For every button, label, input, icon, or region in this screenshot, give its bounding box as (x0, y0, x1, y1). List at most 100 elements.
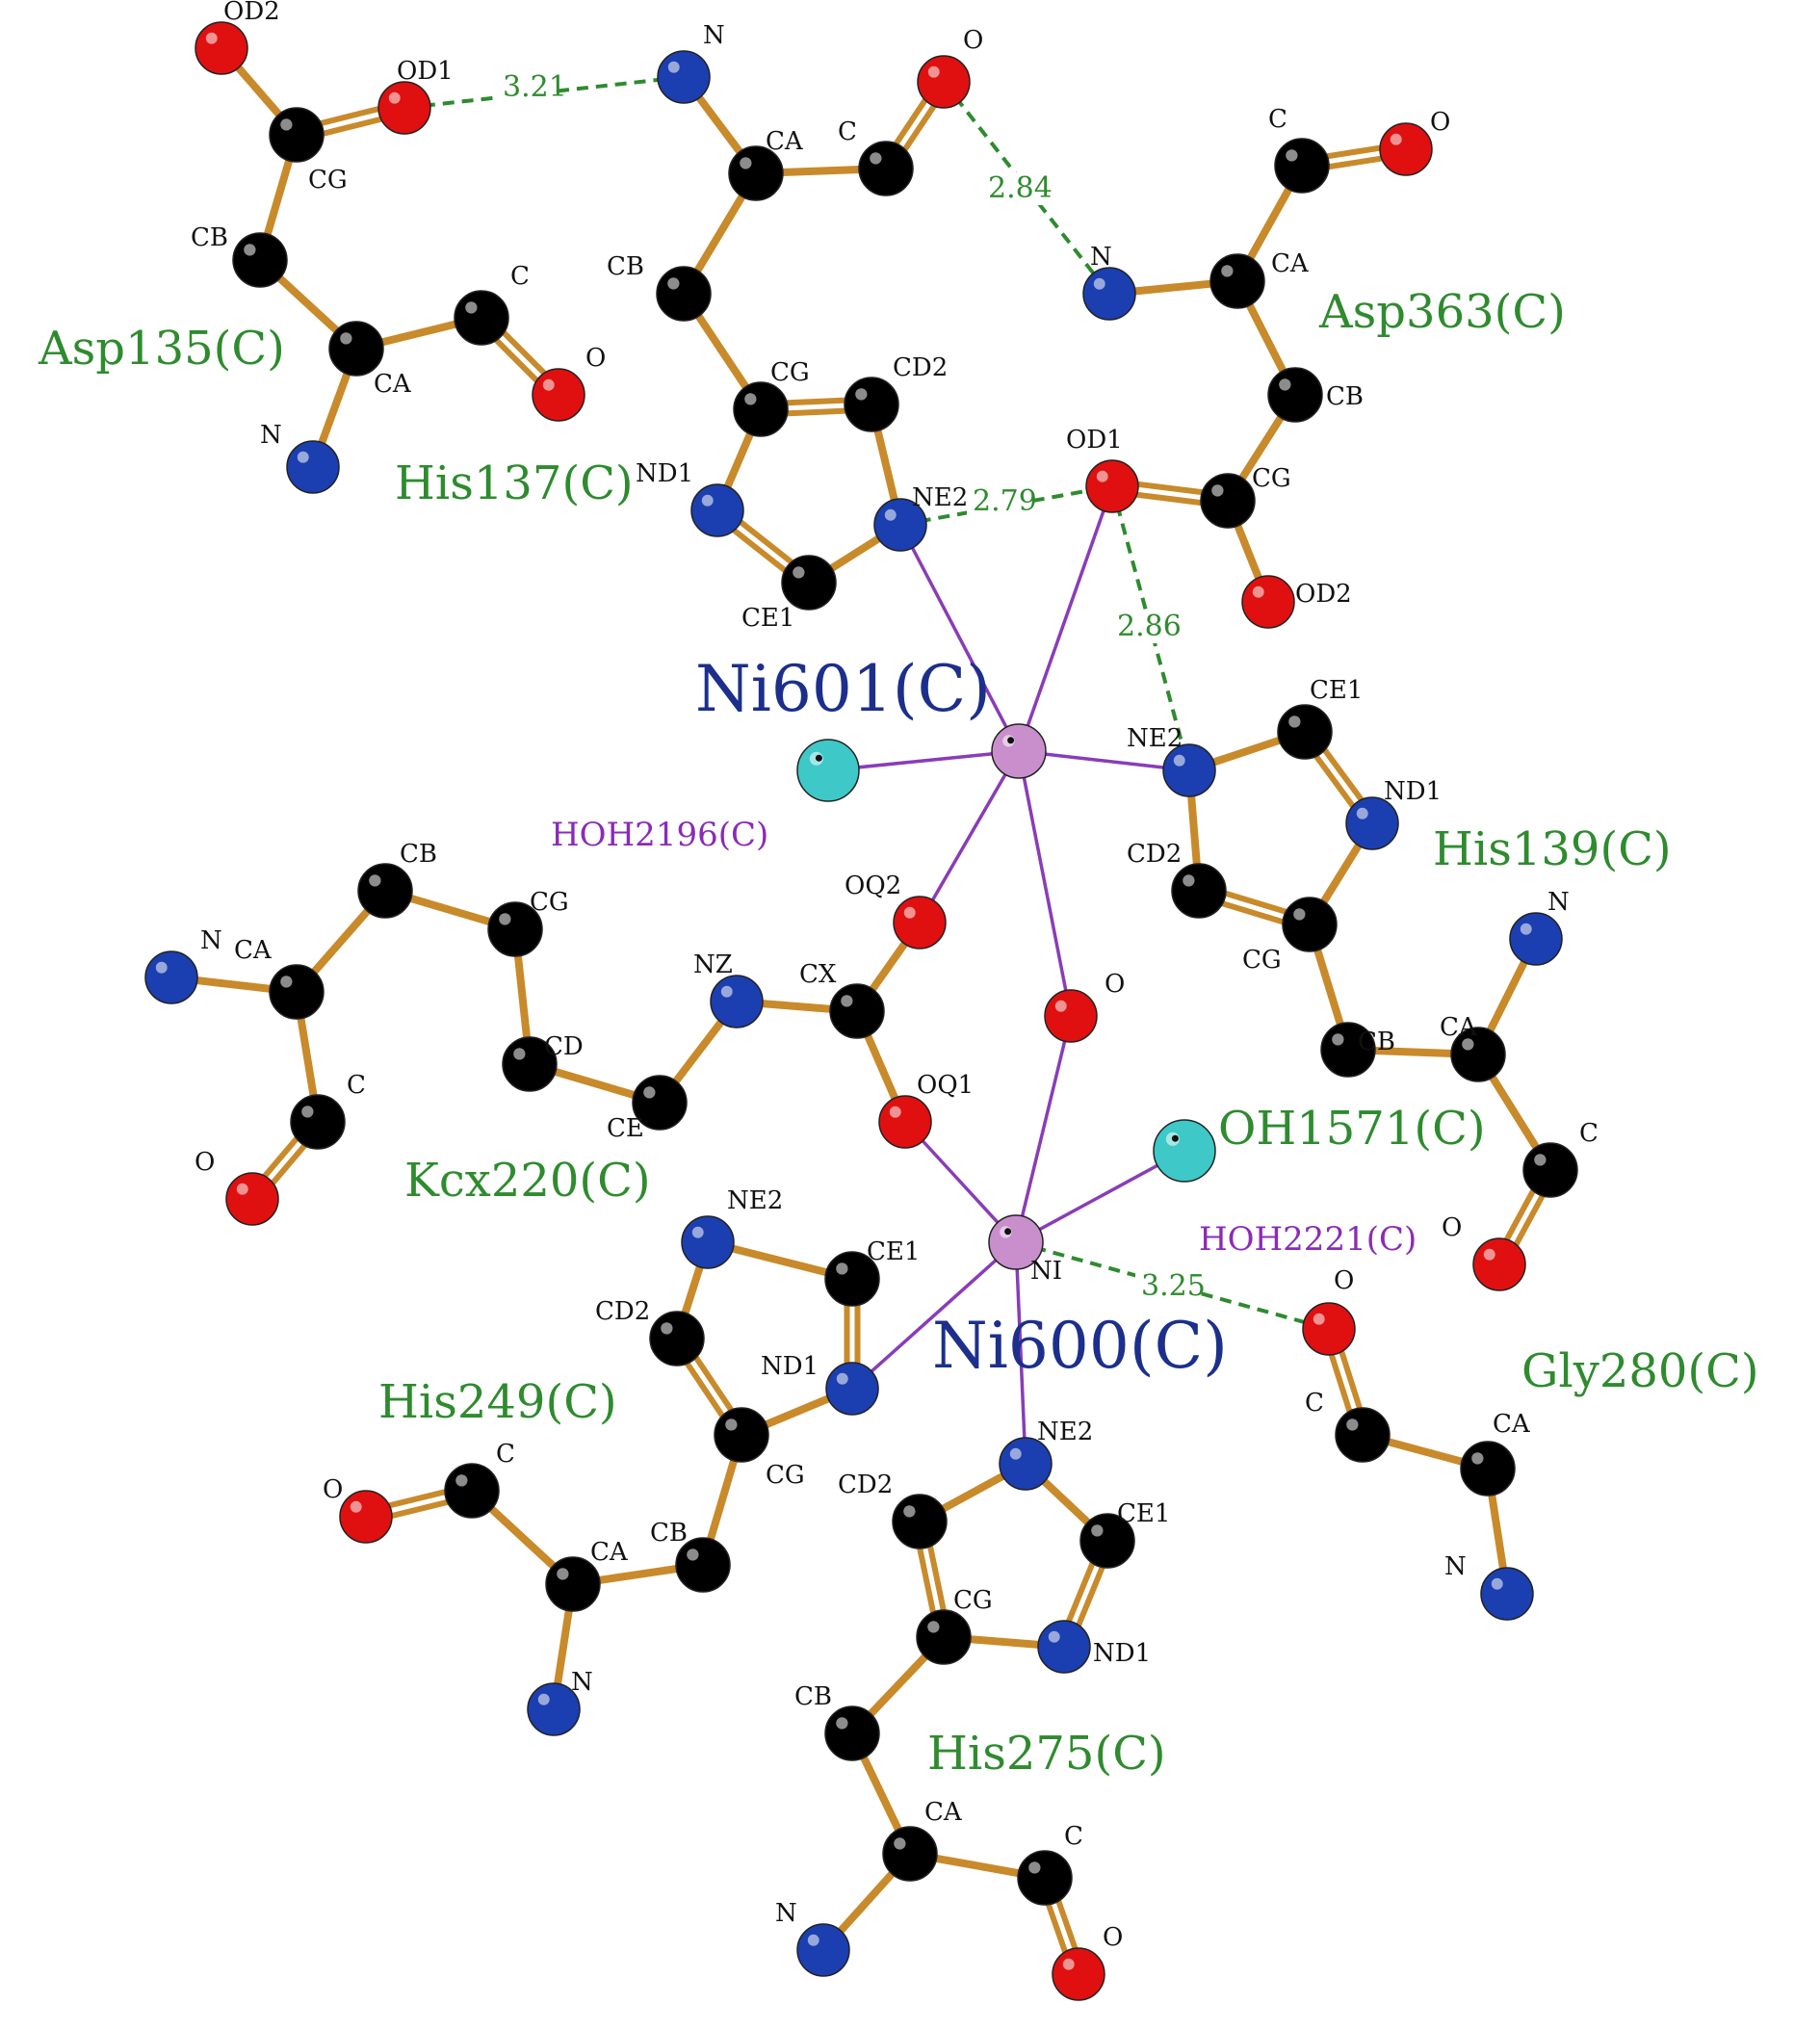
atom-g280-ca (1460, 1441, 1516, 1496)
atom-label-h139-cb: CB (1358, 1028, 1395, 1056)
atom-label-h249-cg: CG (766, 1461, 805, 1490)
atom-k220-ce (632, 1075, 688, 1131)
atom-label-h249-ce1: CE1 (867, 1237, 920, 1266)
atom-h137-nd1 (690, 483, 744, 537)
atom-label-g280-ca: CA (1493, 1410, 1531, 1439)
hbond-distance-label: 2.79 (973, 484, 1037, 518)
atom-label-h275-o: O (1103, 1923, 1123, 1952)
residue-label-asp135: Asp135(C) (38, 322, 285, 376)
atom-a135-c (454, 290, 509, 346)
atom-label-h275-ce1: CE1 (1117, 1499, 1170, 1528)
atom-h139-cd2 (1171, 863, 1227, 919)
atom-label-h139-cg: CG (1242, 946, 1282, 975)
atom-label-k220-cx: CX (799, 960, 837, 989)
atom-label-d363-cb: CB (1326, 382, 1364, 411)
atom-h137-ca (728, 145, 784, 201)
coord-bond-ni601-w2196 (827, 749, 1020, 772)
atom-w1571 (1153, 1119, 1216, 1183)
coordination-layer (827, 485, 1190, 1465)
atom-a135-cg (269, 107, 325, 163)
atom-g280-n (1480, 1567, 1534, 1621)
atom-label-h275-n: N (775, 1899, 797, 1928)
coord-bond-ni601-h139_ne2 (1018, 749, 1190, 772)
atom-label-a135-od2: OD2 (223, 0, 280, 26)
atom-label-k220-ca: CA (234, 936, 273, 965)
atom-label-h249-c: C (496, 1440, 515, 1469)
atom-label-h249-ne2: NE2 (727, 1186, 783, 1215)
atom-a135-cb (232, 232, 288, 288)
atom-label-k220-cd: CD (544, 1032, 584, 1061)
atom-label-h139-n: N (1547, 888, 1570, 917)
atom-label-h137-o: O (963, 26, 983, 55)
atom-k220-cg (487, 901, 543, 957)
atom-k220-cx (829, 983, 885, 1039)
atom-label-d363-cg: CG (1252, 464, 1291, 493)
atom-h137-cd2 (844, 377, 899, 432)
atom-label-k220-cb: CB (400, 840, 437, 869)
hbond-label-bg (967, 485, 1028, 518)
hbond-d363_od1-h139_ne2 (1110, 485, 1191, 771)
atom-label-h139-ne2: NE2 (1127, 724, 1183, 753)
atom-h139-cg (1282, 897, 1338, 952)
residue-label-his275: His275(C) (927, 1727, 1166, 1781)
water-label-hoh2221: HOH2221(C) (1199, 1220, 1417, 1259)
atom-k220-nz (710, 975, 764, 1028)
atom-h249-cg (714, 1407, 769, 1463)
atom-h139-cb (1320, 1022, 1376, 1078)
atom-label-g280-n: N (1444, 1552, 1467, 1581)
atom-label-d363-od1: OD1 (1066, 426, 1123, 455)
atom-h275-o (1052, 1947, 1105, 2001)
atom-d363-n (1082, 267, 1136, 321)
atom-label-h137-n: N (703, 21, 725, 50)
residue-label-his137: His137(C) (395, 456, 634, 510)
atom-d363-cg (1200, 473, 1256, 529)
atom-label-h249-o: O (323, 1475, 343, 1504)
atom-h139-ne2 (1162, 743, 1216, 797)
atom-w2221-o (1302, 1302, 1356, 1356)
atom-label-h275-ne2: NE2 (1037, 1418, 1093, 1446)
residue-label-gly280: Gly280(C) (1521, 1344, 1759, 1398)
atom-h249-cd2 (649, 1311, 705, 1366)
atom-label-h139-ca: CA (1440, 1013, 1478, 1042)
atom-label-bridge-o: O (1105, 970, 1125, 999)
atom-h139-ce1 (1277, 704, 1333, 760)
metal-label-ni600: Ni600(C) (932, 1309, 1228, 1383)
coord-bond-ni600-bridge_o (1014, 1015, 1073, 1243)
hbond-h137_o-d363_n (942, 80, 1111, 296)
atom-label-h275-c: C (1064, 1822, 1083, 1851)
atom-label-h139-cd2: CD2 (1127, 840, 1182, 869)
water-label-hoh1571: OH1571(C) (1218, 1102, 1486, 1156)
atom-label-d363-o: O (1430, 108, 1450, 137)
atom-h249-c (444, 1463, 500, 1519)
atom-label-h139-o: O (1442, 1213, 1462, 1242)
atom-label-k220-o: O (195, 1148, 215, 1177)
atom-label-h137-ca: CA (766, 127, 804, 156)
atom-label-ni600: NI (1030, 1257, 1062, 1286)
metal-label-ni601: Ni601(C) (695, 652, 991, 726)
atom-label-h249-nd1: ND1 (761, 1352, 819, 1381)
hbond-layer: 3.212.842.792.863.25 (403, 70, 1330, 1331)
hbond-label-bg (1111, 611, 1173, 643)
atom-a135-ca (328, 321, 384, 377)
atom-label-k220-ce: CE (607, 1114, 644, 1143)
residue-label-asp363: Asp363(C) (1318, 285, 1566, 339)
atom-w2196 (796, 739, 860, 802)
atom-label-d363-n: N (1090, 243, 1112, 272)
coord-bond-ni601-bridge_o (1017, 750, 1073, 1017)
atom-label-a135-n: N (260, 421, 282, 450)
atom-h275-cd2 (892, 1494, 948, 1549)
atom-label-a135-cg: CG (308, 166, 348, 195)
atom-label-h137-nd1: ND1 (636, 459, 693, 488)
atom-a135-o (532, 368, 585, 422)
atom-bridge-o (1044, 989, 1098, 1043)
atom-h249-cb (675, 1537, 731, 1593)
atom-h249-ne2 (681, 1215, 735, 1269)
atom-h275-ce1 (1079, 1513, 1135, 1569)
atom-label-h137-cb: CB (607, 252, 644, 281)
atom-h137-o (917, 55, 971, 109)
atom-label-a135-ca: CA (374, 370, 412, 399)
coord-bond-ni600-h275_ne2 (1014, 1241, 1027, 1465)
atom-label-k220-nz: NZ (693, 950, 733, 979)
atom-k220-oq2 (893, 896, 947, 950)
atom-h137-cg (733, 381, 789, 437)
